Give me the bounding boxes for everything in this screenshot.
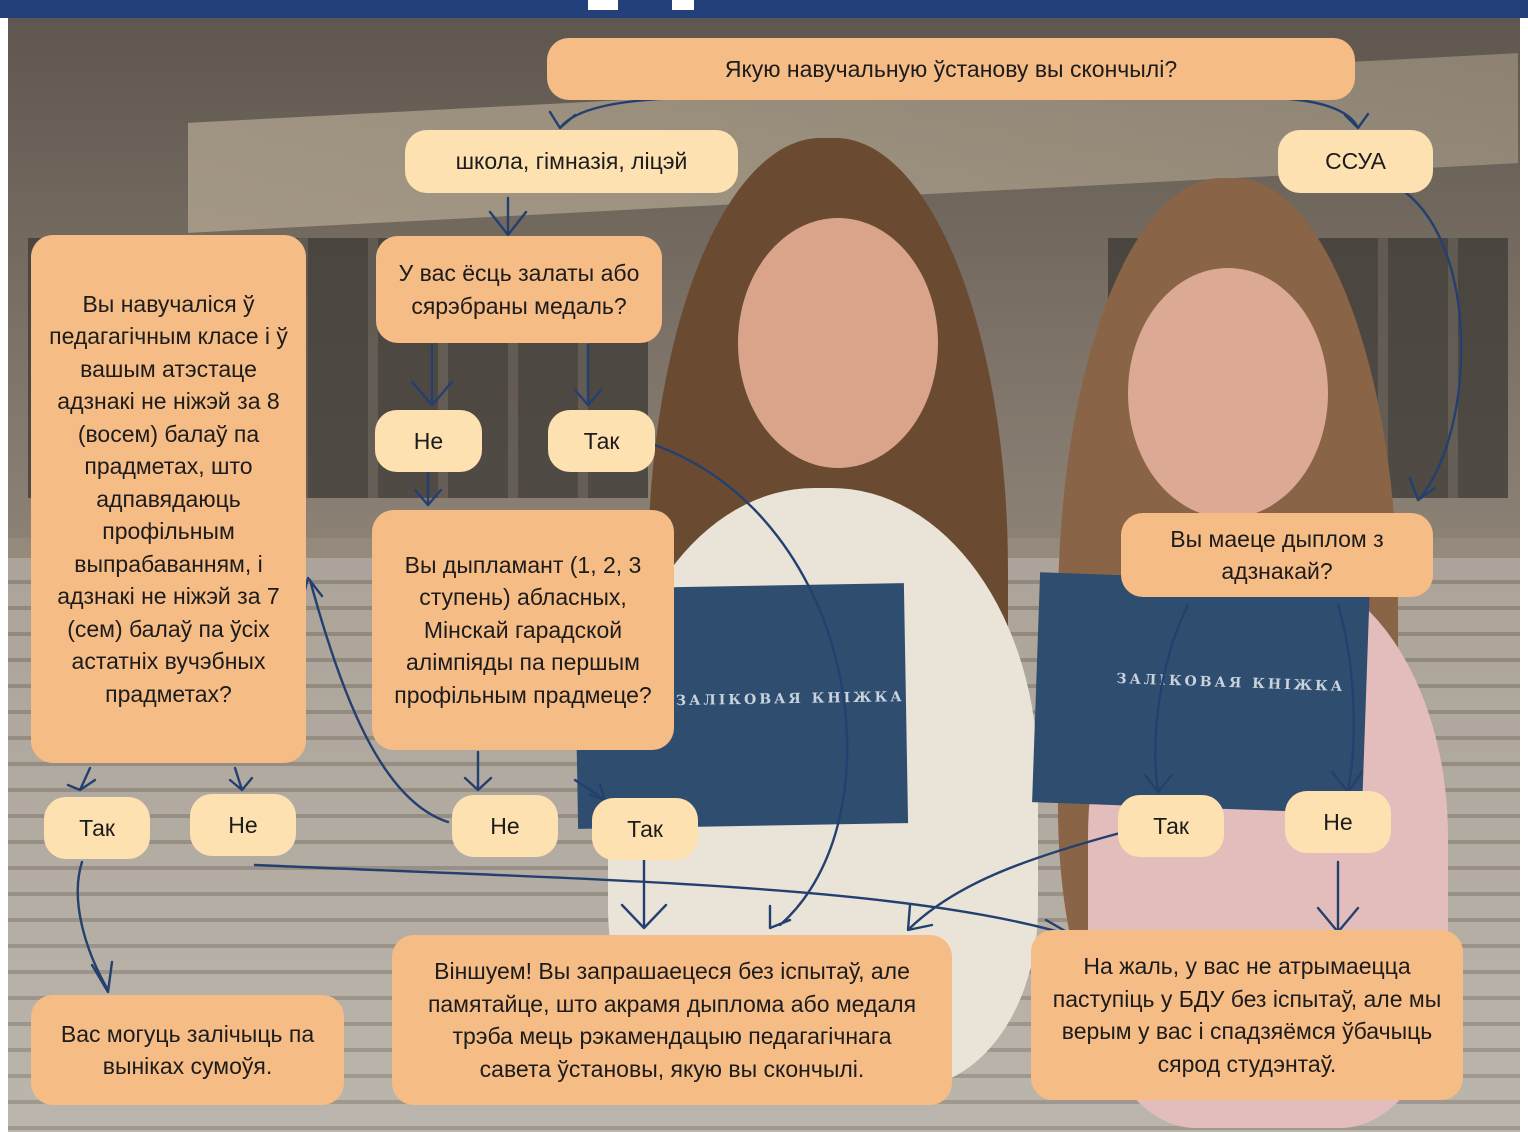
top-bar [0, 0, 1528, 18]
arrow-olympiad-to-no [463, 750, 493, 792]
diploma-yes: Так [1118, 795, 1224, 857]
arrow-ped-no-to-sorry [253, 863, 1074, 947]
arrow-medal-no-to-olympiad [413, 471, 443, 507]
arrow-institution-to-college [1273, 96, 1370, 130]
pedagogical-yes: Так [44, 797, 150, 859]
arrow-institution-to-school [548, 96, 682, 130]
question-institution: Якую навучальную ўстанову вы скончылі? [547, 38, 1355, 100]
arrow-college-to-diploma [1403, 190, 1463, 502]
answer-school: школа, гімназія, ліцэй [405, 130, 738, 193]
medal-no: Не [375, 410, 482, 472]
pedagogical-no: Не [190, 794, 296, 856]
arrow-school-to-medal [488, 196, 528, 237]
arrow-diploma-yes-to-congrats [906, 831, 1122, 932]
arrow-ped-yes-to-competition [76, 860, 114, 994]
result-congrats: Віншуем! Вы запрашаецеся без іспытаў, ал… [392, 935, 952, 1105]
arrow-diploma-to-no [1330, 603, 1364, 794]
question-olympiad: Вы дыпламант (1, 2, 3 ступень) абласных,… [372, 510, 674, 750]
arrow-medal-to-no [410, 343, 454, 407]
student-left-face [738, 218, 938, 468]
question-medal: У вас ёсць залаты або сярэбраны медаль? [376, 236, 662, 343]
arrow-olympiad-yes-to-congrats [620, 856, 668, 930]
answer-college: ССУА [1278, 130, 1433, 193]
arrow-diploma-to-yes [1143, 603, 1190, 794]
olympiad-yes: Так [592, 798, 698, 860]
result-sorry: На жаль, у вас не атрымаецца паступіць у… [1031, 930, 1463, 1100]
arrow-pedagogical-to-yes [66, 766, 97, 792]
arrow-diploma-no-to-sorry [1316, 860, 1360, 934]
arrow-medal-yes-to-congrats [653, 443, 849, 930]
arrow-pedagogical-to-no [228, 766, 254, 792]
diploma-no: Не [1285, 791, 1391, 853]
question-diploma: Вы маеце дыплом з адзнакай? [1121, 513, 1433, 597]
result-competition: Вас могуць залічыць па выніках сумоўя. [31, 995, 344, 1105]
top-bar-mark [588, 0, 618, 10]
olympiad-no: Не [452, 795, 558, 857]
arrow-medal-to-yes [573, 343, 603, 407]
medal-yes: Так [548, 410, 655, 472]
arrow-olympiad-to-yes [573, 778, 607, 802]
question-pedagogical: Вы навучаліся ў педагагічным класе і ў в… [31, 235, 306, 763]
student-right-face [1128, 268, 1328, 518]
top-bar-mark [672, 0, 694, 10]
